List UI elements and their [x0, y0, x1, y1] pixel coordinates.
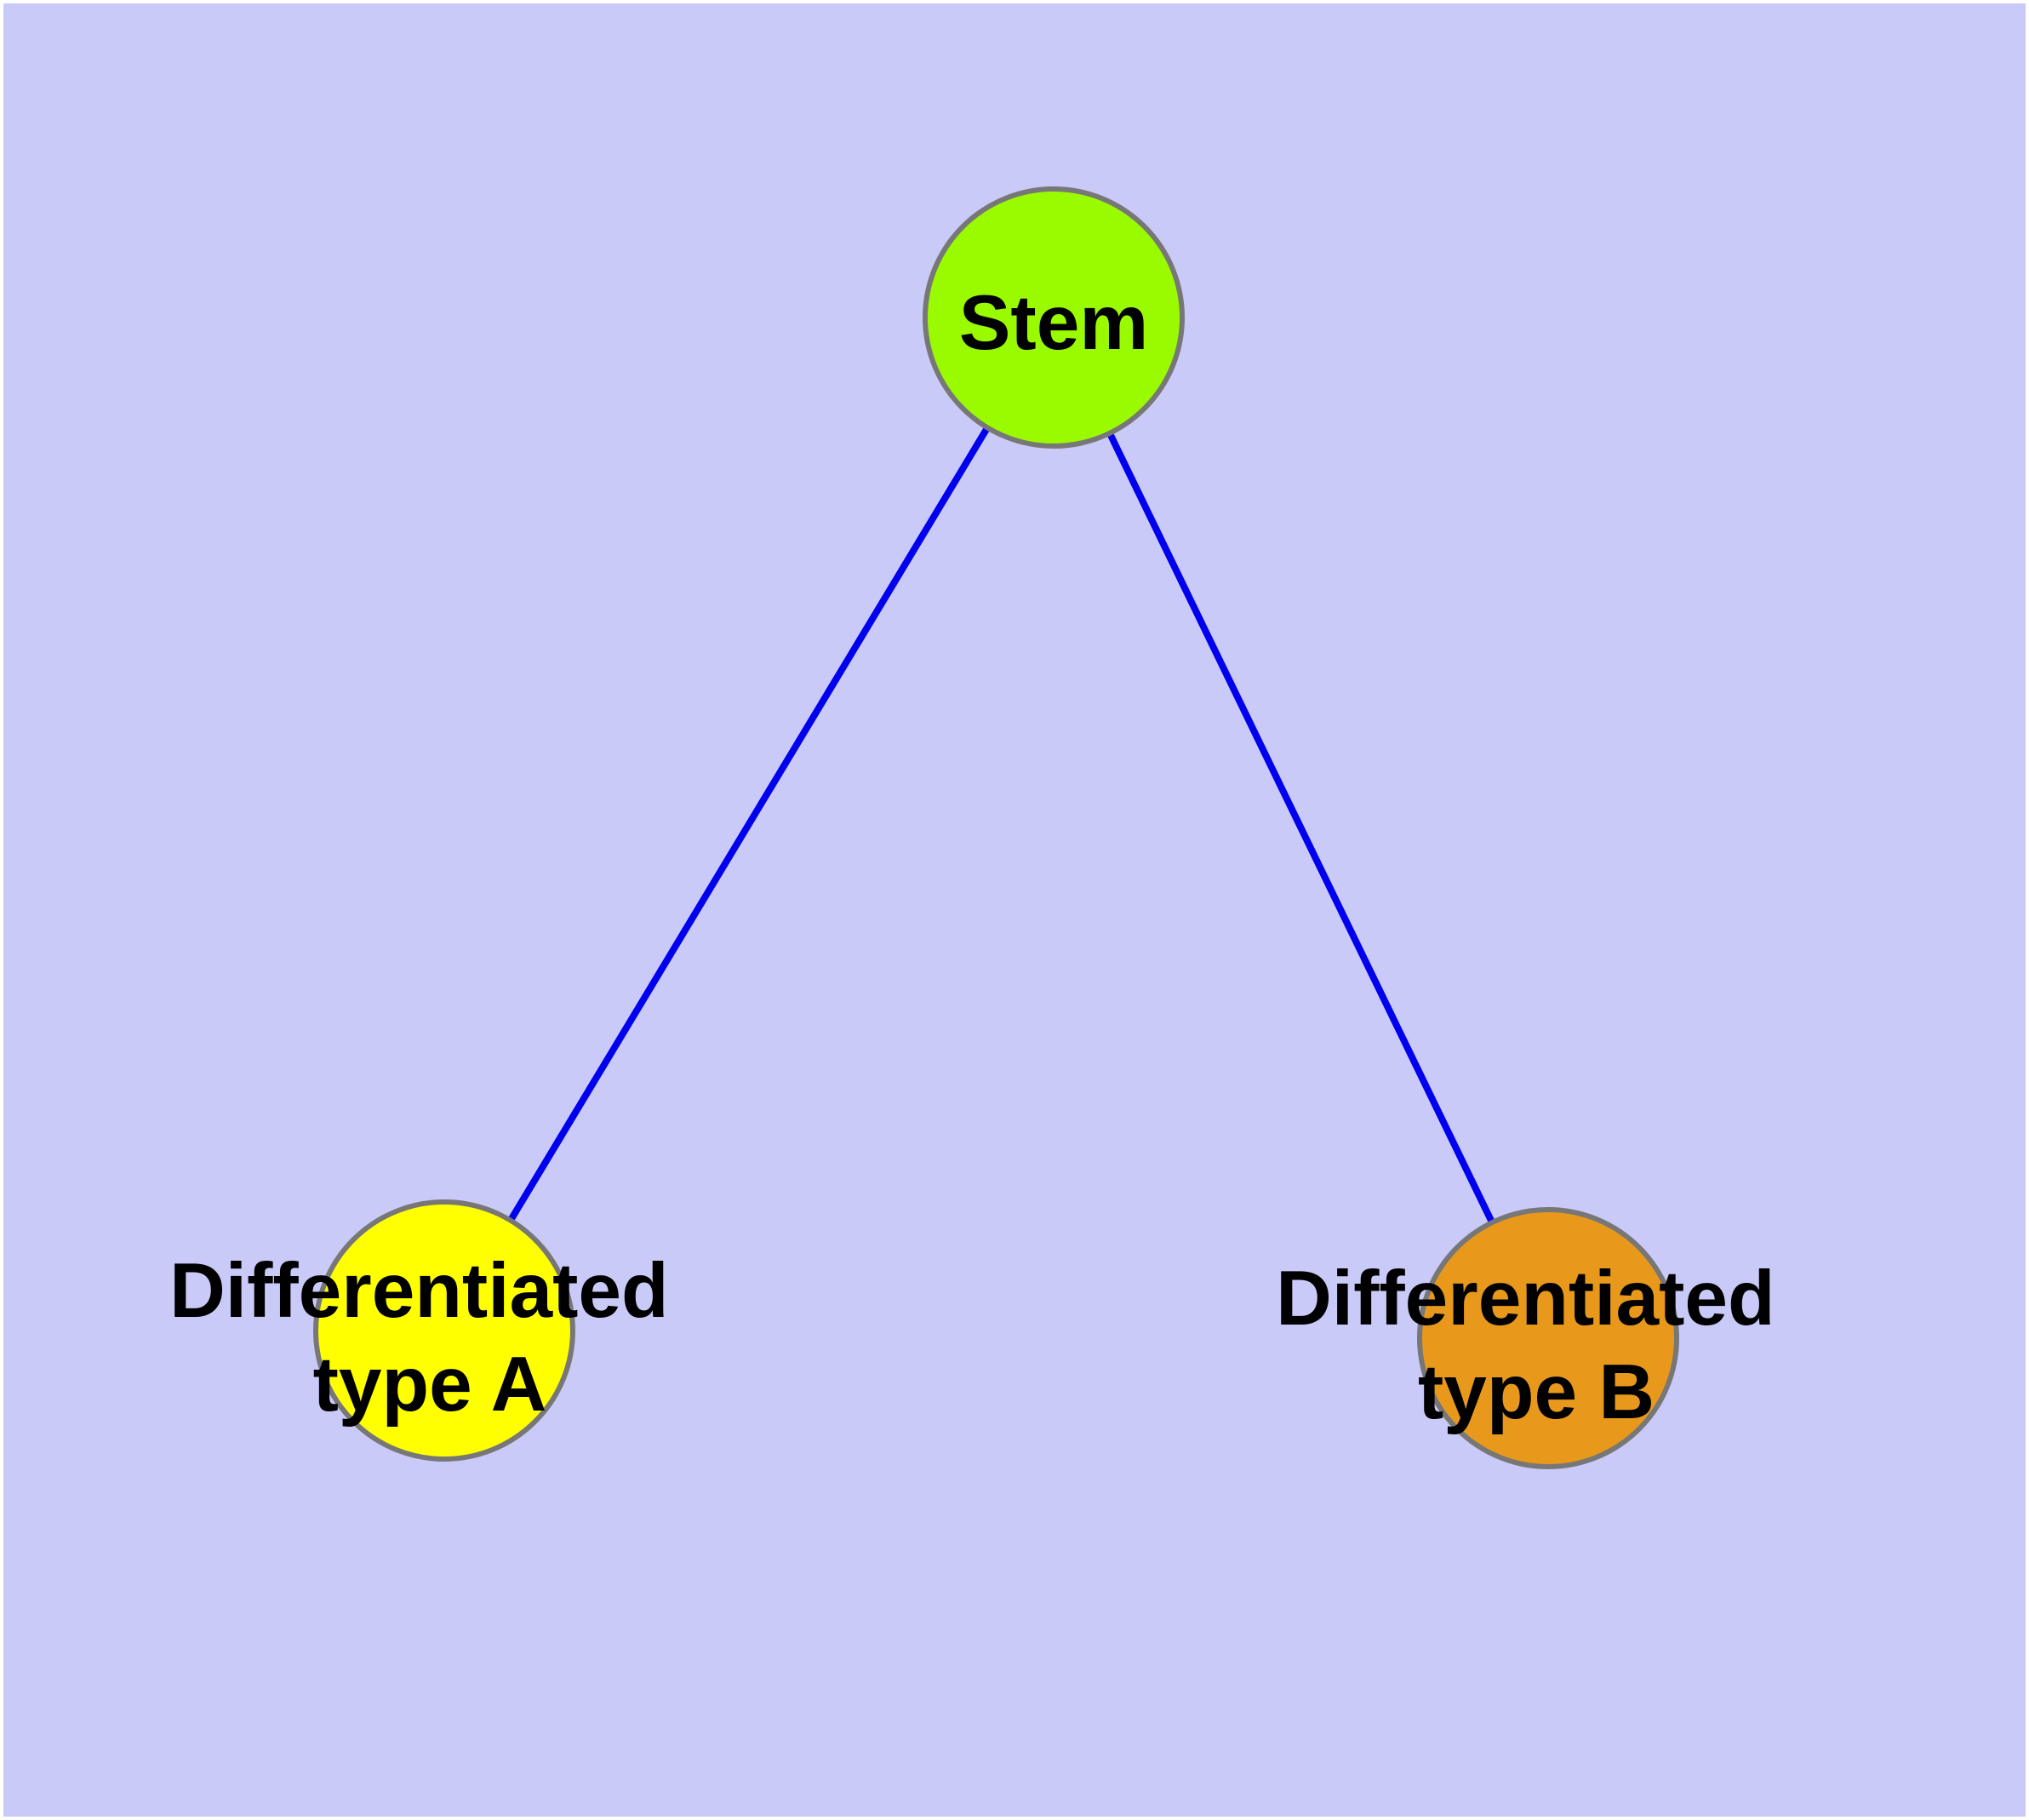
- edge-stem-to-type-b: [1050, 314, 1552, 1342]
- node-type-a-circle: [313, 1199, 575, 1462]
- node-stem-circle: [923, 186, 1185, 449]
- node-type-a-label-line2: type A: [313, 1342, 547, 1428]
- node-type-b-label: Differentiated type B: [1276, 1256, 1797, 1435]
- node-type-a-label-line1: Differentiated: [169, 1248, 669, 1334]
- node-stem-label: Stem: [959, 280, 1149, 366]
- node-type-a: Differentiated type A: [169, 1199, 690, 1462]
- edge-stem-to-type-a: [441, 314, 1057, 1334]
- edge-layer: [441, 314, 1552, 1342]
- node-stem: Stem: [923, 186, 1185, 449]
- node-type-b-label-line2: type B: [1418, 1349, 1655, 1435]
- node-type-b-label-line1: Differentiated: [1276, 1256, 1775, 1342]
- node-type-a-label: Differentiated type A: [169, 1248, 690, 1428]
- node-type-b: Differentiated type B: [1276, 1207, 1797, 1469]
- node-type-b-circle: [1417, 1207, 1679, 1469]
